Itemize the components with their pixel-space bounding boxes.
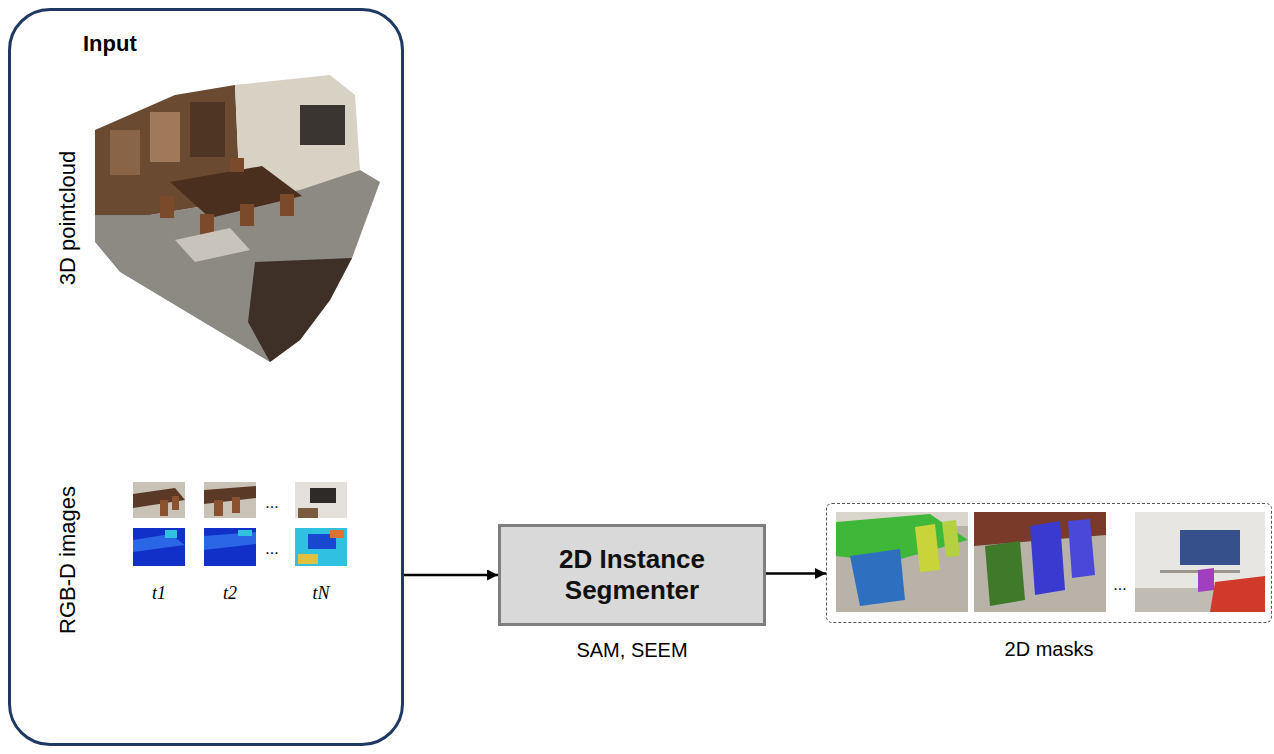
time-label: t2	[223, 583, 237, 604]
pointcloud-table	[170, 166, 302, 218]
output-label: 2D masks	[1005, 638, 1094, 661]
rgb-image	[204, 482, 256, 518]
mask-blue-tv	[1180, 530, 1240, 565]
pointcloud-chair	[280, 194, 294, 216]
mask-green-table	[836, 514, 968, 562]
vertical-label: 3D pointcloud	[55, 151, 81, 286]
depth-image	[295, 528, 347, 566]
pointcloud-floor-dark	[248, 258, 352, 362]
model-names: SAM, SEEM	[576, 639, 687, 662]
mask-yellow-chair	[915, 524, 940, 572]
mask-red-chair	[1210, 576, 1265, 612]
pointcloud-light-patch	[175, 228, 250, 262]
mask-blue-chair	[1068, 519, 1095, 578]
time-label: t1	[152, 583, 166, 604]
rgb-chair	[172, 496, 179, 510]
pointcloud-tv	[300, 105, 345, 145]
pointcloud-cabinet	[110, 130, 140, 175]
depth-patch	[298, 554, 318, 564]
input-panel: Input	[8, 8, 404, 746]
mask-purple-chair	[1198, 568, 1214, 592]
mask-blue-chair	[1030, 521, 1065, 595]
depth-image	[133, 528, 185, 566]
rgb-thumbnails	[133, 482, 347, 518]
flow-arrow	[766, 572, 826, 575]
pointcloud-chair	[240, 204, 254, 226]
mask-image	[974, 512, 1106, 612]
rgb-tv	[310, 488, 336, 503]
pointcloud-illustration	[95, 75, 380, 362]
process-label: 2D Instance Segmenter	[515, 544, 749, 606]
depth-patch	[133, 534, 185, 552]
rgb-image	[133, 482, 185, 518]
mask-yellow-chair	[942, 520, 960, 557]
rgb-chair	[160, 500, 168, 516]
mask-thumbnails	[836, 512, 1265, 612]
mask-blue-chair	[850, 549, 905, 606]
vertical-label: RGB-D images	[55, 486, 81, 634]
pointcloud-chair	[160, 196, 174, 218]
mask-green-chair	[985, 541, 1025, 606]
rgb-image	[295, 482, 347, 518]
time-label: tN	[312, 583, 329, 604]
depth-patch	[165, 530, 177, 538]
mask-image	[1135, 512, 1265, 612]
panel-heading: Input	[83, 31, 137, 57]
output-group-box: 2D masks	[826, 503, 1272, 623]
rgb-chair	[214, 500, 223, 516]
rgb-table	[204, 486, 256, 504]
mask-image	[836, 512, 968, 612]
process-box: 2D Instance SegmenterSAM, SEEM	[498, 524, 766, 626]
pointcloud-chair	[230, 158, 244, 172]
depth-patch	[238, 530, 252, 536]
depth-image	[204, 528, 256, 566]
depth-patch	[330, 530, 344, 538]
depth-thumbnails	[133, 528, 347, 566]
rgb-table	[298, 508, 318, 518]
flow-arrow	[404, 574, 498, 577]
pointcloud-cabinet	[190, 102, 225, 157]
rgb-chair	[232, 497, 240, 513]
ellipsis: ...	[265, 540, 278, 558]
ellipsis: ...	[265, 494, 278, 512]
ellipsis: ...	[1113, 576, 1126, 594]
pointcloud-cabinet	[150, 112, 180, 162]
